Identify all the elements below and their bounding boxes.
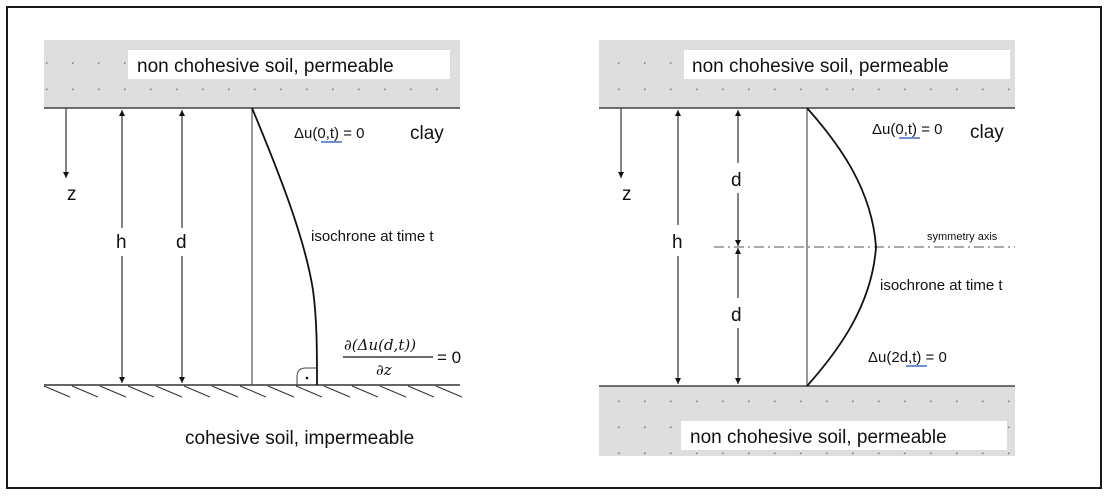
hatch-mark: [211, 385, 239, 398]
hatch-mark: [407, 385, 435, 398]
right-d-lower-label: d: [731, 305, 742, 326]
left-d-dimension-label: d: [176, 232, 187, 253]
left-isochrone-curve: [251, 107, 318, 386]
right-panel: non chohesive soil, permeable non chohes…: [599, 40, 1015, 456]
hatch-mark: [435, 385, 463, 398]
right-symmetry-axis-label: symmetry axis: [927, 231, 998, 243]
left-bottom-condition-rhs: = 0: [437, 348, 461, 367]
left-top-soil-label: non chohesive soil, permeable: [137, 56, 394, 77]
left-hatching: [43, 385, 463, 398]
left-bottom-condition-numerator: ∂(Δu(d,t)): [344, 336, 416, 354]
figure-frame: [6, 6, 1102, 489]
right-isochrone-curve: [806, 107, 877, 387]
right-clay-label: clay: [970, 122, 1004, 143]
left-top-boundary-condition: Δu(0,t) = 0: [294, 125, 364, 142]
hatch-mark: [379, 385, 407, 398]
right-top-soil-label-box: [684, 50, 1010, 79]
left-z-axis-label: z: [67, 184, 77, 205]
hatch-mark: [351, 385, 379, 398]
left-right-angle-mark: [296, 367, 317, 385]
hatch-mark: [183, 385, 211, 398]
left-right-angle-dot: [305, 376, 309, 380]
right-bottom-boundary-condition: Δu(2d,t) = 0: [868, 349, 947, 366]
hatch-mark: [323, 385, 351, 398]
hatch-mark: [99, 385, 127, 398]
right-bottom-soil-label: non chohesive soil, permeable: [690, 427, 947, 448]
hatch-mark: [295, 385, 323, 398]
right-top-soil-label: non chohesive soil, permeable: [692, 56, 949, 77]
right-h-dimension-label: h: [672, 232, 683, 253]
hatch-mark: [267, 385, 295, 398]
left-bottom-condition-denominator: ∂z: [376, 361, 392, 379]
left-bottom-soil-label: cohesive soil, impermeable: [185, 428, 414, 449]
hatch-mark: [43, 385, 71, 398]
right-isochrone-label: isochrone at time t: [880, 277, 1003, 294]
left-top-soil-label-box: [128, 50, 450, 79]
left-h-dimension-label: h: [116, 232, 127, 253]
hatch-mark: [239, 385, 267, 398]
left-panel: non chohesive soil, permeable cohesive s…: [43, 40, 463, 449]
hatch-mark: [71, 385, 99, 398]
right-top-boundary-condition: Δu(0,t) = 0: [872, 121, 942, 138]
right-d-upper-label: d: [731, 170, 742, 191]
left-isochrone-label: isochrone at time t: [311, 228, 434, 245]
right-z-axis-label: z: [622, 184, 632, 205]
right-bottom-soil-label-box: [681, 421, 1007, 450]
left-clay-label: clay: [410, 123, 444, 144]
hatch-mark: [155, 385, 183, 398]
hatch-mark: [127, 385, 155, 398]
